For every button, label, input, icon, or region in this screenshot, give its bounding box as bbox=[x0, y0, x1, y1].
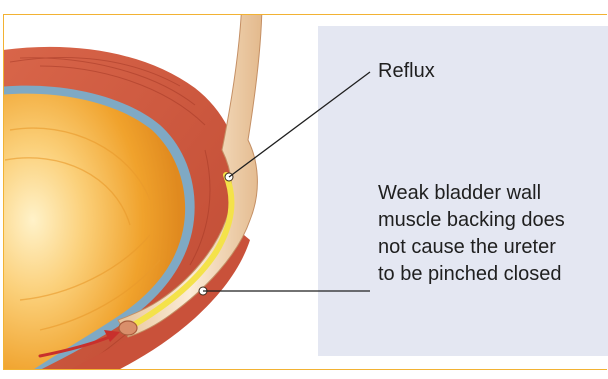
weak-wall-line-4: to be pinched closed bbox=[378, 261, 565, 288]
ureter-opening bbox=[119, 321, 137, 335]
weak-wall-line-3: not cause the ureter bbox=[378, 234, 565, 261]
weak-wall-label: Weak bladder wall muscle backing does no… bbox=[378, 180, 565, 288]
weak-wall-line-2: muscle backing does bbox=[378, 207, 565, 234]
reflux-label: Reflux bbox=[378, 58, 435, 85]
weak-wall-line-1: Weak bladder wall bbox=[378, 180, 565, 207]
